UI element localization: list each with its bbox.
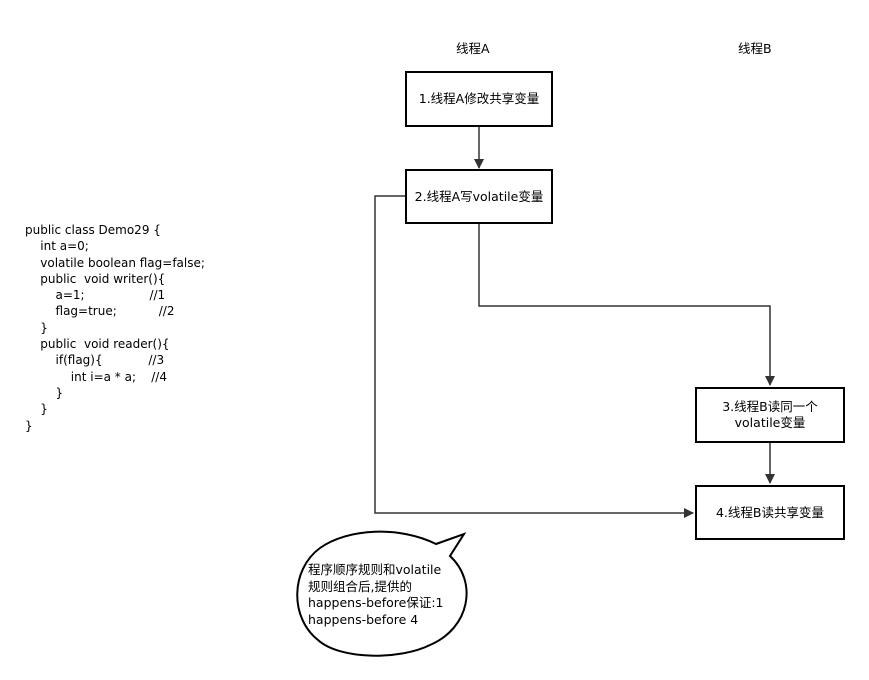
step-3-label: 3.线程B读同一个volatile变量 [722,399,818,430]
step-1-label: 1.线程A修改共享变量 [418,91,540,106]
callout-line: happens-before 4 [308,611,419,627]
arrow-step2-to-step3 [478,223,775,386]
step-4-box: 4.线程B读共享变量 [695,485,845,540]
code-line: flag=true; //2 [25,304,175,319]
step-2-box: 2.线程A写volatile变量 [405,169,553,224]
code-line: volatile boolean flag=false; [25,255,205,270]
callout-line: 程序顺序规则和volatile [308,562,442,577]
arrow-step2-to-step4 [374,195,694,518]
callout-line: happens-before保证:1 [308,595,444,610]
callout-bubble [296,530,468,657]
code-line: if(flag){ //3 [25,353,165,368]
code-line: a=1; //1 [25,288,166,303]
code-line: } [25,385,64,400]
code-line: public void reader(){ [25,337,170,352]
code-line: int a=0; [25,239,89,254]
code-line: } [25,320,48,335]
code-line: public void writer(){ [25,271,166,286]
callout-line: 规则组合后,提供的 [308,578,412,594]
code-line: } [25,402,48,417]
lane-header-thread-a: 线程A [456,41,490,56]
step-3-box: 3.线程B读同一个volatile变量 [695,387,845,443]
code-line: public class Demo29 { [25,223,161,237]
step-1-box: 1.线程A修改共享变量 [405,71,553,127]
step-4-label: 4.线程B读共享变量 [715,504,824,520]
lane-header-thread-b: 线程B [738,41,772,56]
step-2-label: 2.线程A写volatile变量 [414,188,544,204]
code-line: int i=a * a; //4 [25,369,167,384]
code-line: } [25,418,33,433]
code-block: public class Demo29 { int a=0; volatile … [25,222,205,434]
callout-text: 程序顺序规则和volatile 规则组合后,提供的 happens-before… [308,562,468,628]
